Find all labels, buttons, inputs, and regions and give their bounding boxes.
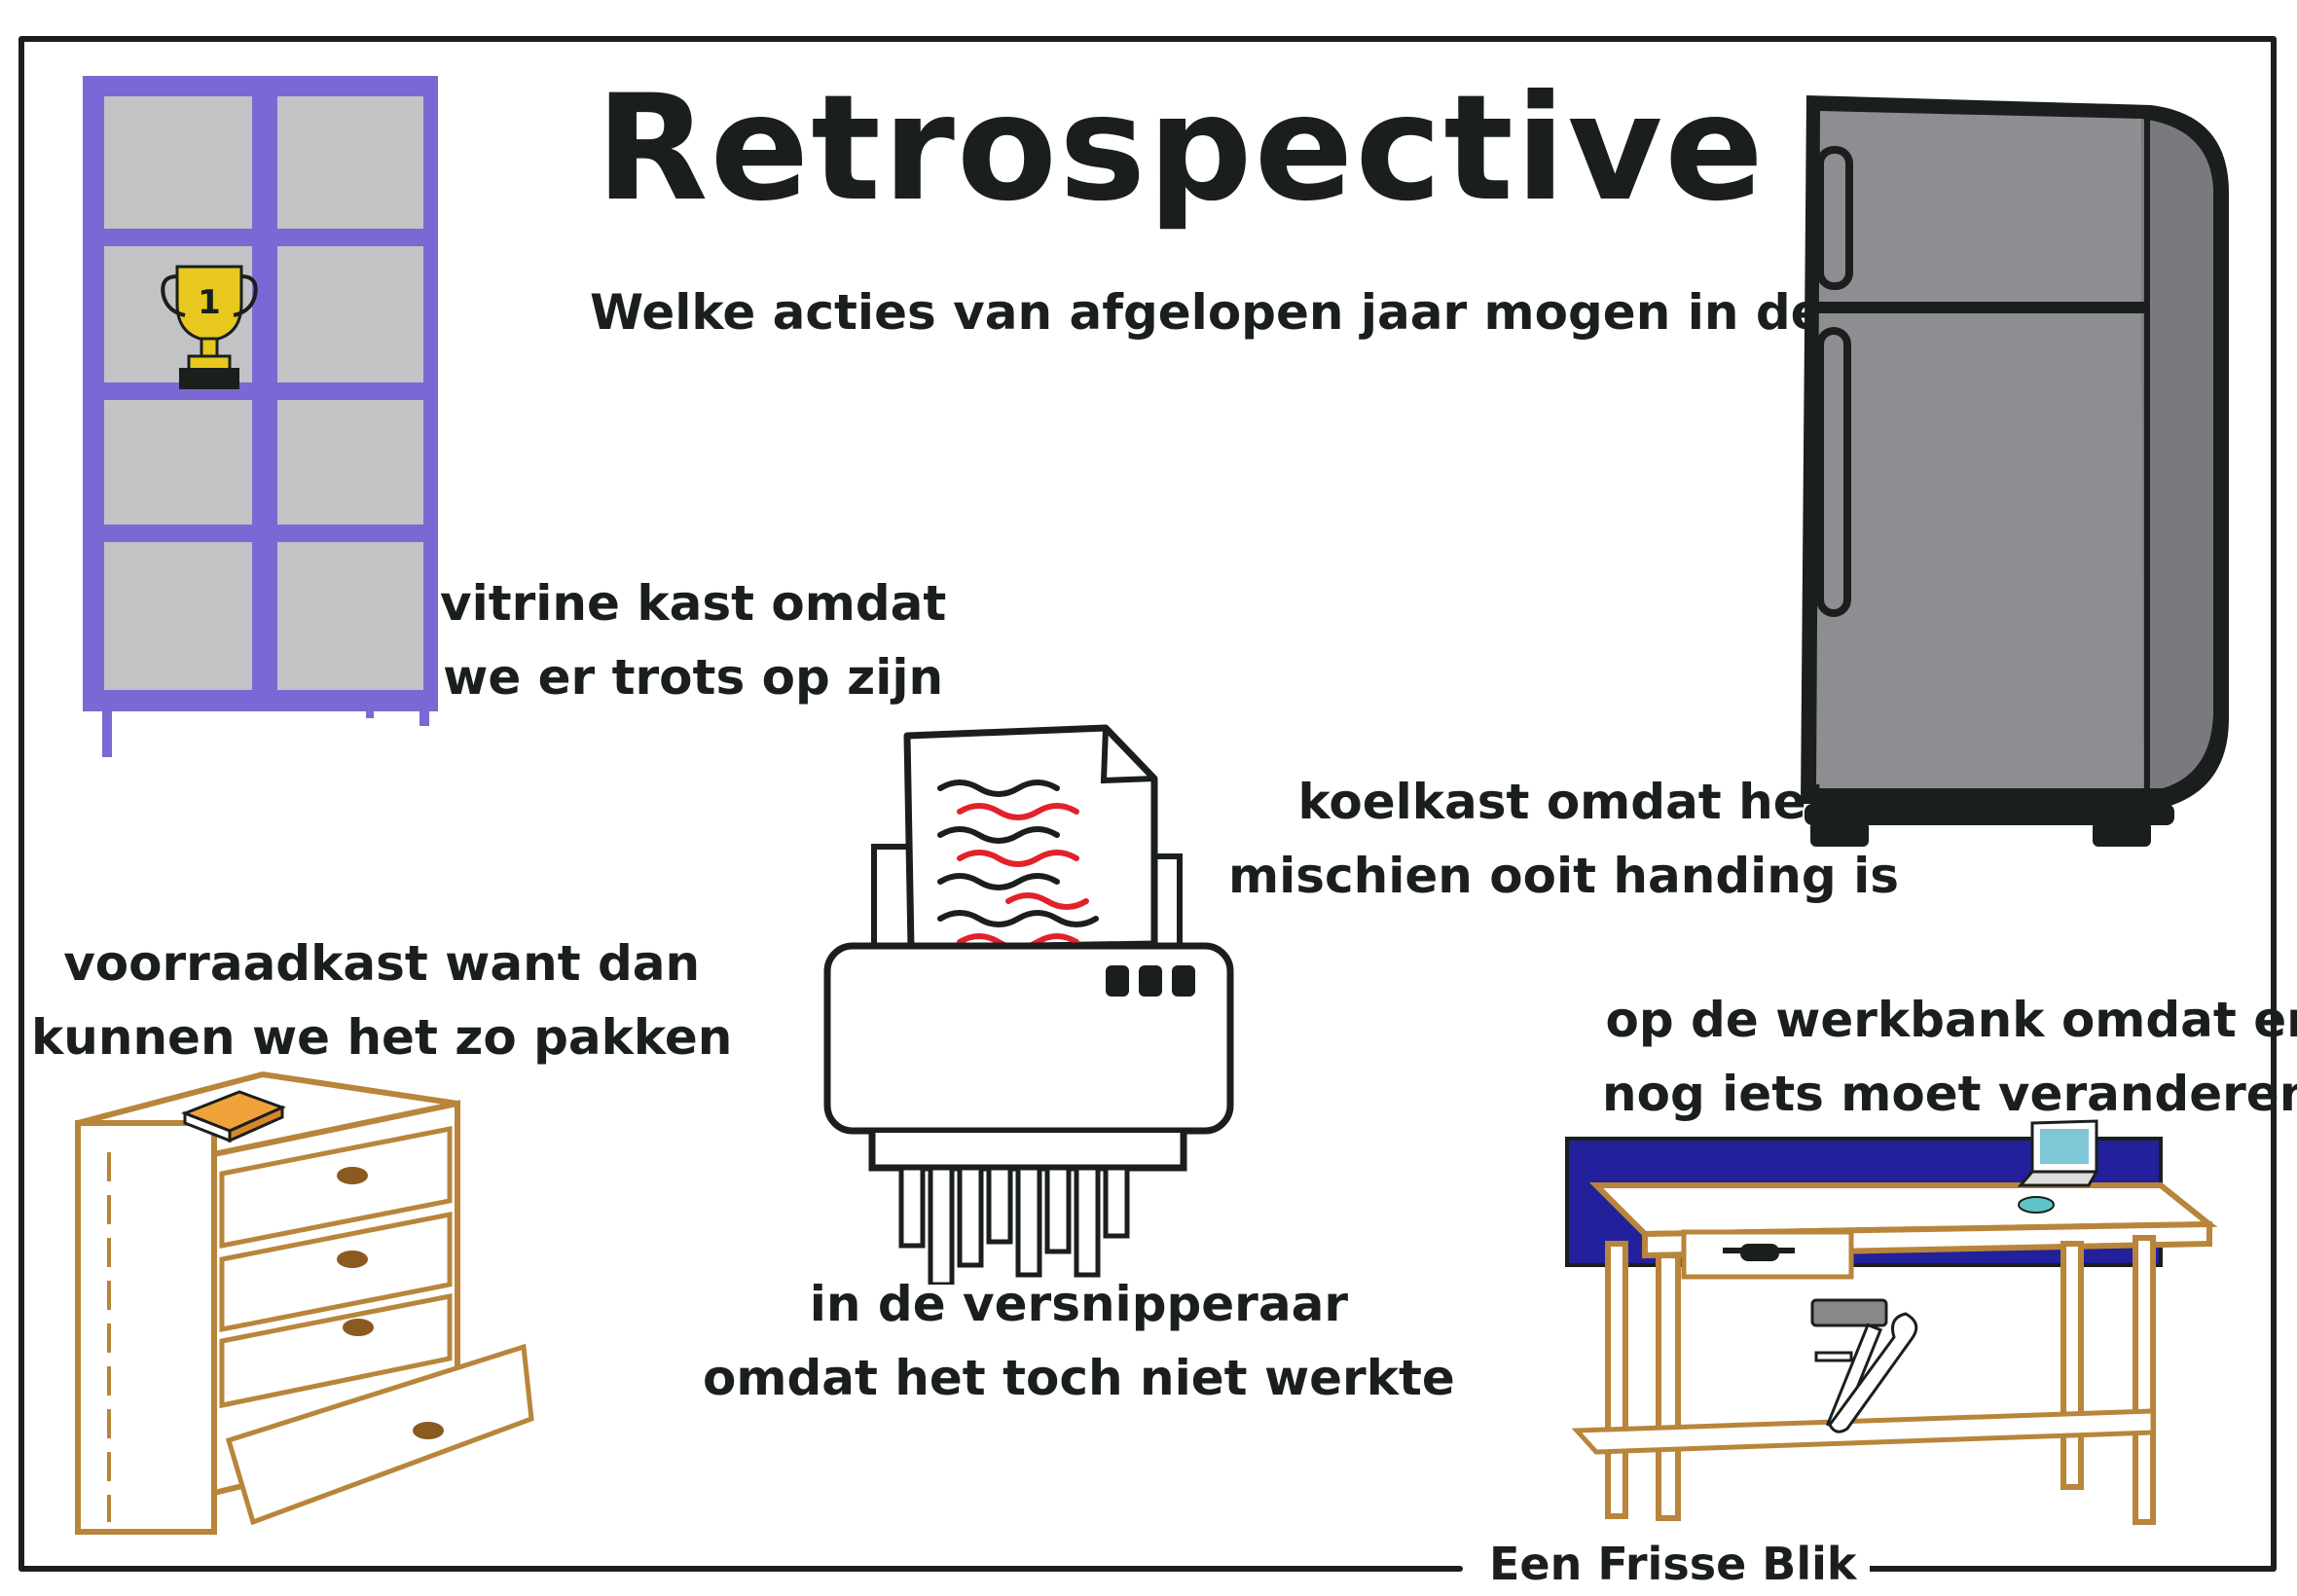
display-cabinet-icon [83, 76, 438, 757]
versnipperaar-label: in de versnipperaar omdat het toch niet … [703, 1267, 1455, 1415]
koelkast-label-line1: koelkast omdat het [1297, 774, 1830, 830]
werkbank-label-line2: nog iets moet veranderen [1602, 1066, 2297, 1122]
koelkast-label-line2: mischien ooit handing is [1228, 848, 1899, 904]
book-icon [181, 1090, 287, 1143]
fridge-icon [1801, 95, 2229, 847]
trophy-icon: 1 [161, 265, 258, 389]
versnipperaar-label-line1: in de versnipperaar [809, 1276, 1348, 1332]
footer-brand: Een Frisse Blik [1476, 1542, 1871, 1586]
werkbank-label: op de werkbank omdat er nog iets moet ve… [1602, 983, 2297, 1131]
versnipperaar-label-line2: omdat het toch niet werkte [703, 1350, 1455, 1406]
laptop-icon [2017, 1119, 2099, 1214]
vitrine-label-line1: vitrine kast omdat [440, 575, 947, 632]
voorraadkast-label-line1: voorraadkast want dan [63, 935, 701, 992]
workbench-icon [1565, 1137, 2218, 1525]
dresser-icon [75, 1070, 534, 1535]
voorraadkast-label: voorraadkast want dan kunnen we het zo p… [31, 926, 732, 1074]
koelkast-label: koelkast omdat het mischien ooit handing… [1228, 765, 1899, 913]
vitrine-label: vitrine kast omdat we er trots op zijn [440, 566, 946, 714]
tools-icon [1810, 1298, 1918, 1433]
page-title: Retrospective [596, 64, 1766, 234]
werkbank-label-line1: op de werkbank omdat er [1605, 992, 2297, 1048]
voorraadkast-label-line2: kunnen we het zo pakken [31, 1009, 733, 1066]
page-subtitle: Welke acties van afgelopen jaar mogen in… [590, 284, 1843, 341]
trophy-number: 1 [198, 283, 221, 322]
shredder-icon [823, 724, 1234, 1285]
vitrine-label-line2: we er trots op zijn [443, 649, 944, 706]
